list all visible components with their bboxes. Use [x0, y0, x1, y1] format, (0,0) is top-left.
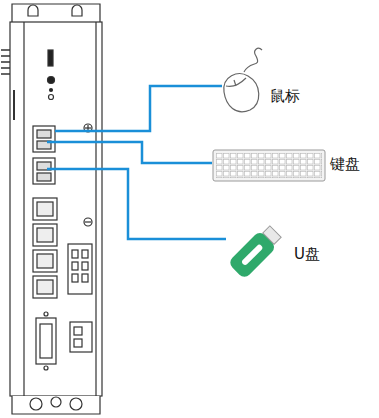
device-label: U盘: [294, 244, 320, 264]
peripheral-name: 鼠标: [270, 86, 300, 106]
usb-cable: [47, 86, 226, 239]
peripheral-name: U盘: [294, 244, 320, 264]
device-label: 键盘: [330, 154, 360, 174]
usb-drive-icon: [227, 223, 284, 280]
peripheral-name: 键盘: [330, 154, 360, 174]
mouse-icon: [224, 48, 262, 111]
keyboard-icon: [213, 150, 325, 181]
device-label: 鼠标: [270, 86, 300, 106]
industrial-pc: [1, 4, 102, 414]
